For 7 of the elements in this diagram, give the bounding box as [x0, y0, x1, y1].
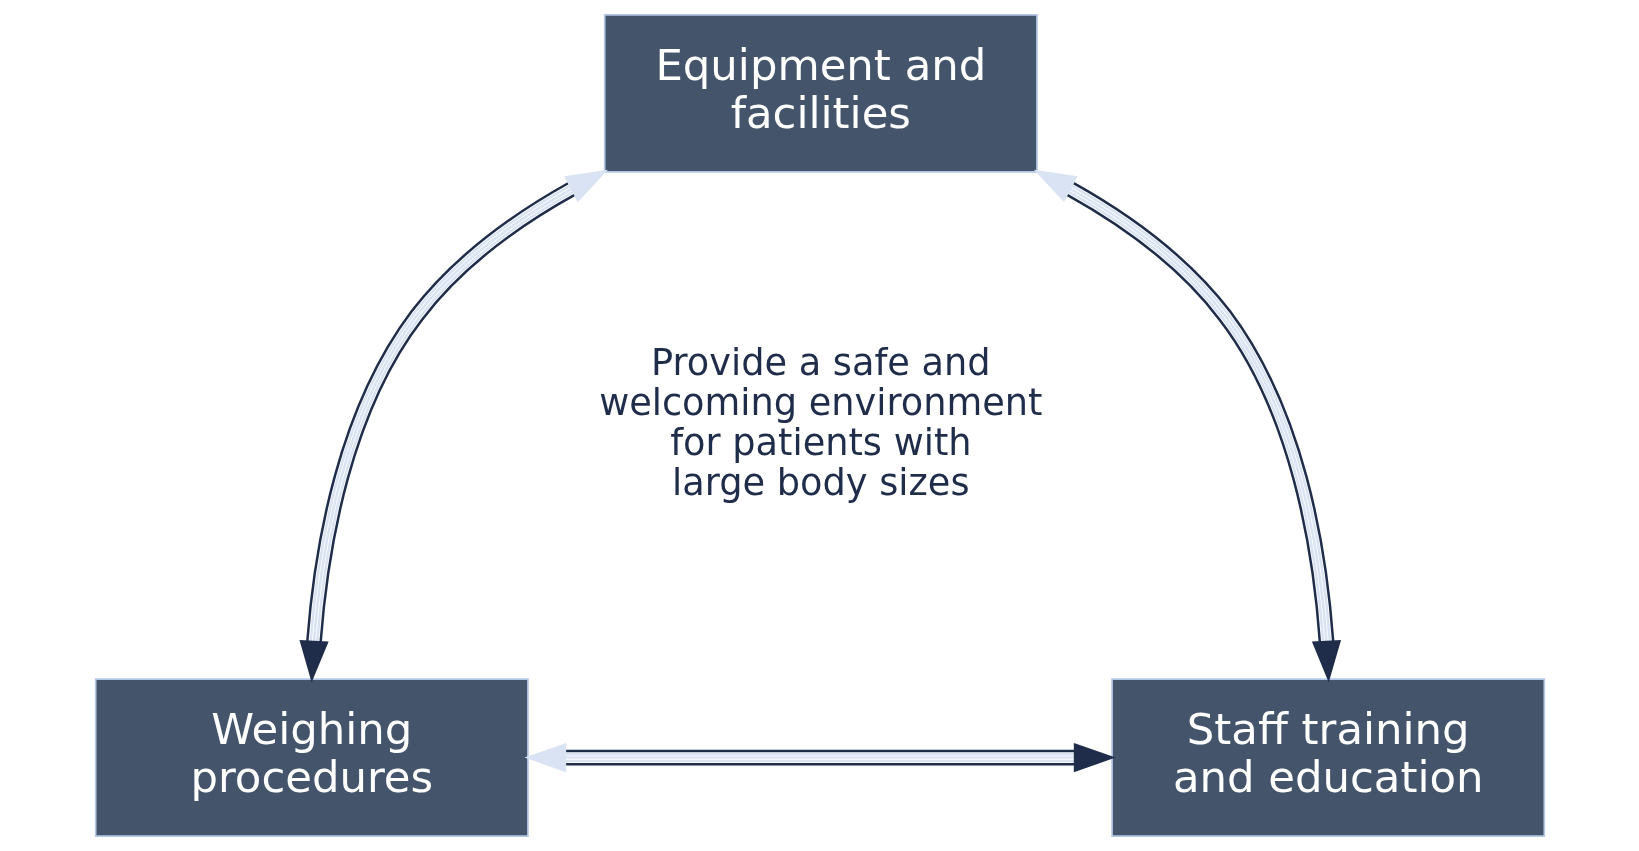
node-box: Weighing procedures [94, 678, 529, 837]
arrow [523, 743, 1116, 773]
node-box: Equipment and facilities [603, 14, 1038, 173]
node-box: Staff training and education [1110, 678, 1545, 837]
arrow [1033, 169, 1341, 683]
label: Provide a safe and welcoming environment for patients with large body sizes [598, 340, 1043, 504]
arrow [298, 169, 608, 683]
